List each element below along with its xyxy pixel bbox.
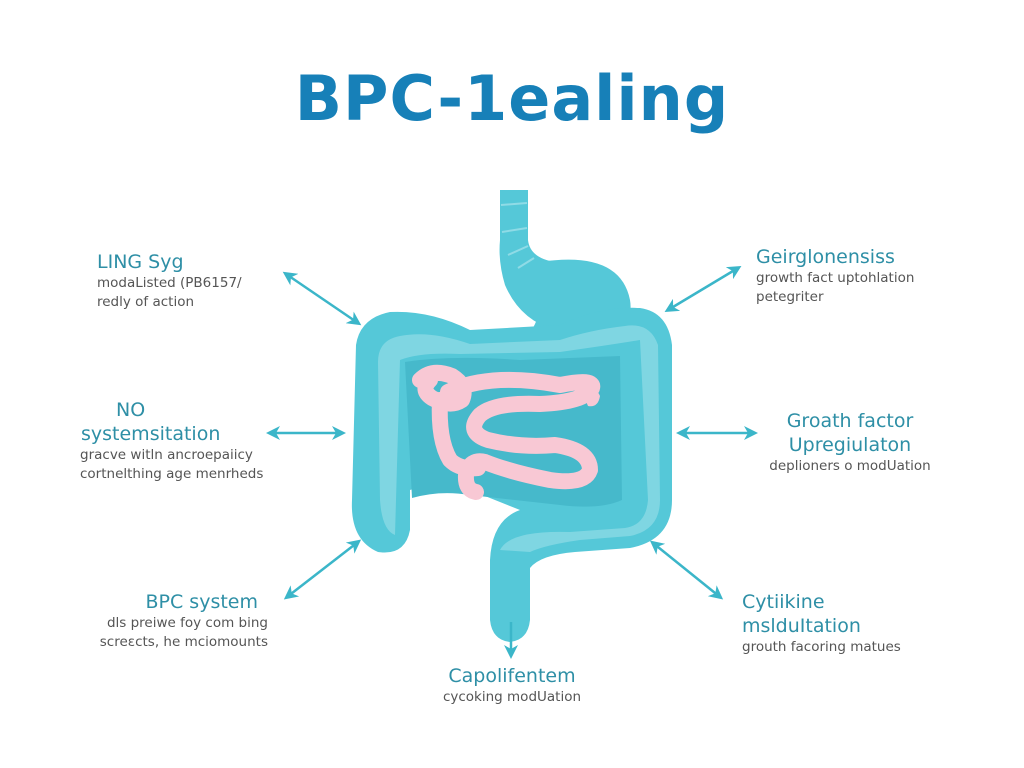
label-heading: LING Syg [97,251,184,273]
label-text: grouth facoring matues [742,639,901,655]
label-heading: Upregiulaton [788,434,912,456]
double-arrow-bottom-right-icon [649,540,724,600]
label-text: gracve witln ancroepaiicy [80,447,253,463]
label-mid-right: Groath factor Upregiulaton deplioners o … [760,409,940,476]
label-heading: systemsitation [81,423,221,445]
label-heading: Capolifentem [448,665,576,687]
double-arrow-top-right-icon [664,265,742,313]
label-bottom-left: BPC system dls preiwe foy com bing screε… [88,590,268,652]
double-arrow-top-left-icon [282,271,362,326]
label-heading: NO [116,399,146,421]
label-heading: mslduItation [742,615,861,637]
double-arrow-bottom-left-icon [283,539,362,600]
label-text: cycoking modUation [442,689,582,705]
label-heading: Cytiikine [742,591,825,613]
label-text: modaListed (PB6157/ [97,275,242,291]
label-top-left: LING Syg modaListed (PB6157/ redly of ac… [97,250,242,312]
label-heading: Geirglonensiss [756,246,895,268]
label-text: growth fact uptohlation [756,270,915,286]
label-mid-left: NO systemsitation gracve witln ancroepai… [72,398,282,484]
label-top-right: Geirglonensiss growth fact uptohlation p… [756,245,914,307]
page-title: BPC-1ealing [294,62,730,135]
digestive-tract-icon [351,190,672,642]
label-text: screεcts, he mciomounts [99,634,268,650]
label-heading: Groath factor [786,410,914,432]
label-text: deplioners o modUation [769,458,931,474]
label-text: cortnelthing age menrheds [80,466,264,482]
label-heading: BPC system [145,591,259,613]
label-text: dls preiwe foy com bing [106,615,268,631]
label-text: petegriter [756,289,824,305]
label-text: redly of action [97,294,195,310]
label-bottom-right: Cytiikine mslduItation grouth facoring m… [742,590,901,657]
label-bottom-center: Capolifentem cycoking modUation [412,664,612,707]
